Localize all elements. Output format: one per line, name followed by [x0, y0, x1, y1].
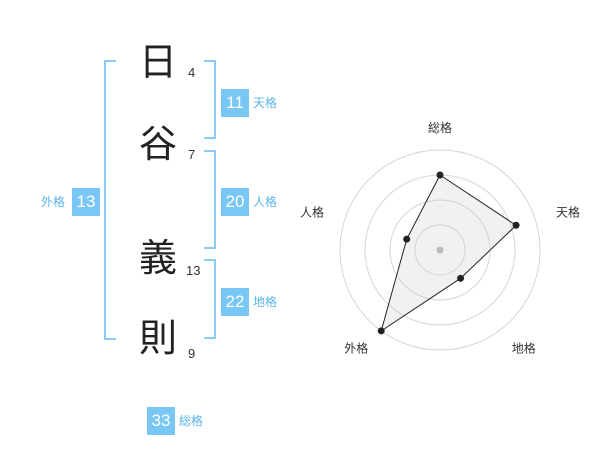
- stroke-count-3: 13: [186, 263, 201, 278]
- name-char-4: 則: [138, 316, 177, 360]
- stroke-count-2: 7: [188, 147, 196, 162]
- jinkaku-bracket: [204, 150, 216, 249]
- chikaku-bracket: [204, 259, 216, 339]
- stroke-count-1: 4: [188, 65, 196, 80]
- chikaku-value: 22: [221, 288, 249, 316]
- radar-point: [403, 235, 411, 243]
- radar-axis-label: 天格: [556, 204, 580, 219]
- radar-point: [377, 327, 385, 335]
- radar-point: [457, 274, 465, 282]
- radar-polygon: [380, 174, 517, 333]
- gaikaku-value: 13: [72, 188, 100, 216]
- chikaku-label: 地格: [253, 295, 278, 309]
- radar-axis-label: 外格: [344, 341, 368, 356]
- name-char-1: 日: [138, 40, 177, 84]
- radar-point: [512, 221, 520, 229]
- soukaku-label: 総格: [179, 414, 204, 428]
- radar-center-dot: [436, 246, 444, 254]
- radar-point: [436, 171, 444, 179]
- radar-axis-label: 総格: [428, 120, 452, 135]
- stroke-count-4: 9: [188, 346, 196, 361]
- name-char-3: 義: [138, 236, 177, 280]
- tenkaku-label: 天格: [253, 96, 278, 110]
- soukaku-value: 33: [147, 407, 175, 435]
- radar-ring: [414, 224, 466, 276]
- radar-axis-label: 地格: [512, 341, 536, 356]
- radar-axis-label: 人格: [300, 204, 324, 219]
- tenkaku-value: 11: [221, 89, 249, 117]
- gaikaku-label: 外格: [41, 195, 66, 209]
- jinkaku-label: 人格: [253, 195, 278, 209]
- name-char-2: 谷: [138, 122, 177, 166]
- jinkaku-value: 20: [221, 188, 249, 216]
- tenkaku-bracket: [204, 60, 216, 139]
- gaikaku-bracket: [104, 60, 116, 340]
- radar-ring: [339, 149, 541, 351]
